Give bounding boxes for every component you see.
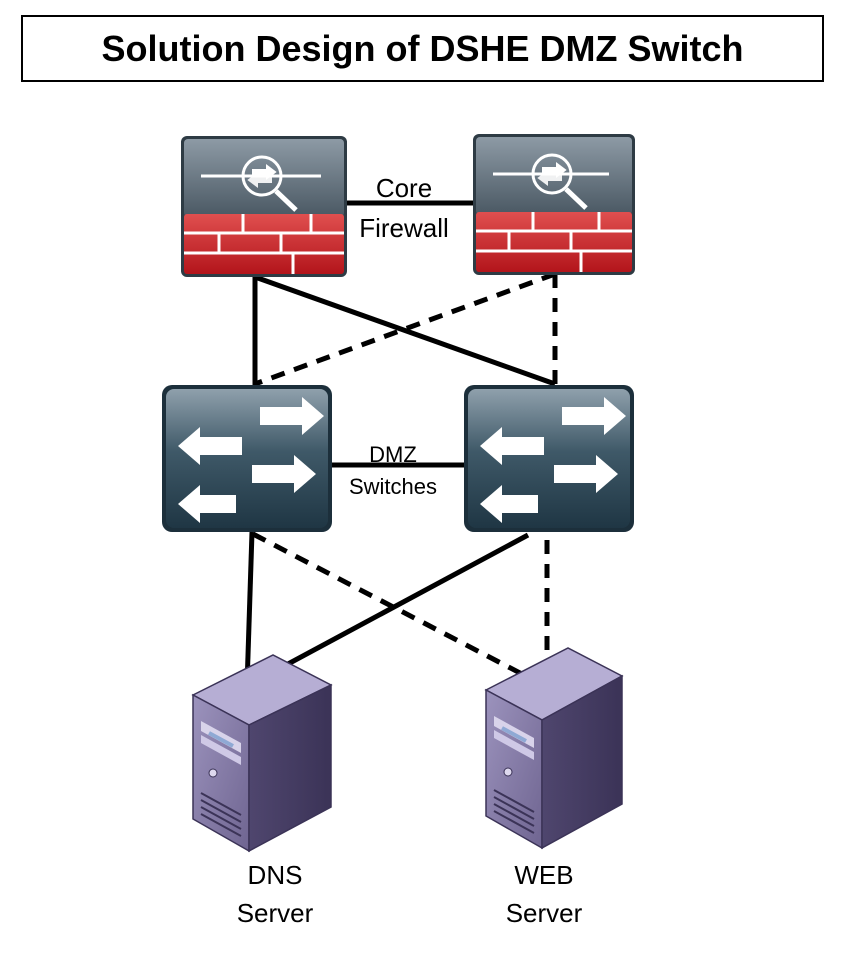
firewall-icon: [473, 134, 635, 275]
server-web: [484, 647, 624, 850]
server-icon: [484, 647, 624, 850]
web-server-label-line2: Server: [505, 898, 583, 928]
dmz-switches-label-line2: Switches: [348, 474, 438, 499]
web-server-label-line1: WEB: [514, 860, 574, 890]
core-firewall-label: Core Firewall: [340, 168, 468, 248]
firewall-left: [181, 136, 347, 277]
switch-left: [162, 385, 332, 532]
firewall-icon: [181, 136, 347, 277]
switch-right: [464, 385, 634, 532]
link-switch-right-server-dns: [245, 532, 530, 689]
dmz-switches-label: DMZ Switches: [335, 439, 451, 503]
server-dns: [191, 654, 333, 853]
firewall-right: [473, 134, 635, 275]
page-title: Solution Design of DSHE DMZ Switch: [101, 27, 744, 69]
dns-server-label-line1: DNS: [247, 860, 303, 890]
title-box: Solution Design of DSHE DMZ Switch: [21, 15, 824, 82]
link-firewall-left-switch-right: [254, 274, 556, 387]
switch-icon: [464, 385, 634, 532]
core-firewall-label-line2: Firewall: [359, 213, 449, 243]
link-switch-left-server-web: [251, 531, 547, 689]
link-firewall-right-switch-left: [254, 271, 556, 387]
dmz-switches-label-line1: DMZ: [369, 442, 417, 467]
switch-icon: [162, 385, 332, 532]
link-switch-left-server-dns: [244, 531, 255, 687]
server-icon: [191, 654, 333, 853]
core-firewall-label-line1: Core: [375, 173, 433, 203]
dns-server-label: DNS Server: [215, 856, 335, 932]
dns-server-label-line2: Server: [236, 898, 314, 928]
web-server-label: WEB Server: [484, 856, 604, 932]
